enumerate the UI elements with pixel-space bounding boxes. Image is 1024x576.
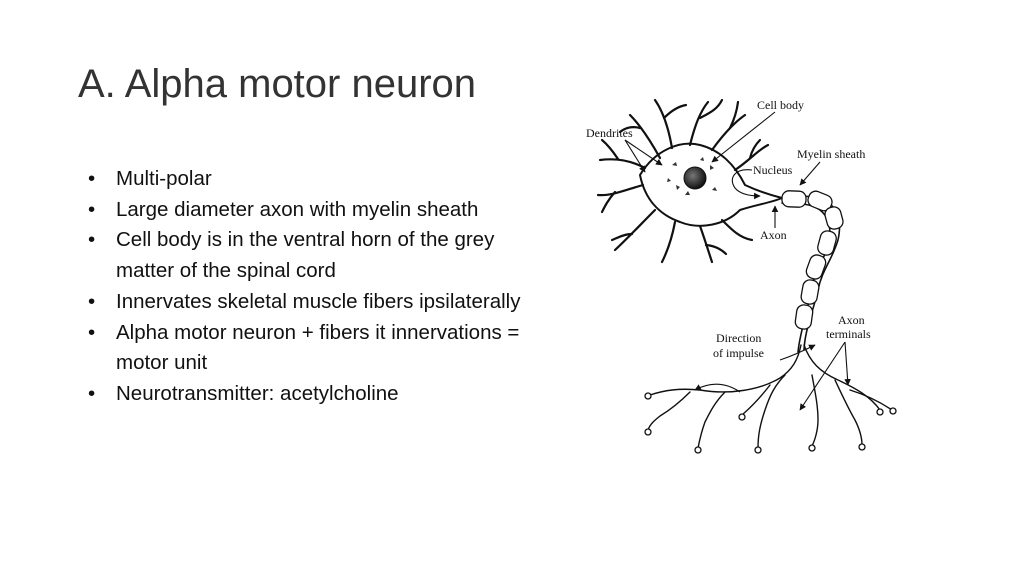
bullet-item: • Neurotransmitter: acetylcholine	[88, 379, 538, 410]
bullet-text: Large diameter axon with myelin sheath	[116, 197, 479, 221]
terminal-knobs	[644, 392, 897, 454]
bullet-dot: •	[88, 289, 96, 313]
bullet-dot: •	[88, 228, 96, 252]
label-dendrites: Dendrites	[586, 126, 633, 140]
label-pointers	[624, 111, 851, 411]
cell-body-shape	[638, 142, 786, 227]
bullet-text: Neurotransmitter: acetylcholine	[116, 381, 399, 405]
bullet-item: • Multi-polar	[88, 164, 538, 195]
bullet-dot: •	[88, 197, 96, 221]
bullet-text: Multi-polar	[116, 167, 212, 190]
axon-terminals-shape	[647, 344, 893, 449]
slide-title: A. Alpha motor neuron	[78, 62, 477, 106]
bullet-text: Alpha motor neuron + fibers it innervati…	[116, 320, 520, 375]
bullet-item: • Large diameter axon with myelin sheath	[88, 195, 538, 226]
label-axon: Axon	[760, 228, 787, 242]
label-direction-line2: of impulse	[713, 346, 764, 360]
label-nucleus: Nucleus	[753, 163, 793, 177]
myelin-sheath-segments	[781, 190, 844, 330]
neuron-diagram: Cell body Dendrites Myelin sheath Nucleu…	[586, 98, 897, 454]
label-axon-terminals-line2: terminals	[826, 327, 871, 341]
nissl-granules	[667, 157, 717, 195]
label-cell-body: Cell body	[757, 98, 804, 112]
bullet-item: • Innervates skeletal muscle fibers ipsil…	[88, 287, 538, 318]
bullet-text: Cell body is in the ventral horn of the …	[116, 228, 495, 283]
label-axon-terminals-line1: Axon	[838, 313, 865, 327]
bullet-item: • Cell body is in the ventral horn of the…	[88, 225, 538, 286]
bullet-item: • Alpha motor neuron + fibers it innervat…	[88, 318, 538, 379]
bullet-text: Innervates skeletal muscle fibers ipsila…	[116, 289, 521, 313]
bullet-dot: •	[88, 381, 96, 405]
label-direction-line1: Direction	[716, 331, 761, 345]
bullet-dot: •	[88, 320, 96, 344]
nucleus-shape	[683, 166, 707, 190]
bullet-list: • Multi-polar • Large diameter axon with m…	[88, 164, 538, 410]
bullet-dot: •	[88, 167, 96, 190]
dendrites	[596, 98, 770, 264]
label-myelin-sheath: Myelin sheath	[797, 147, 865, 161]
